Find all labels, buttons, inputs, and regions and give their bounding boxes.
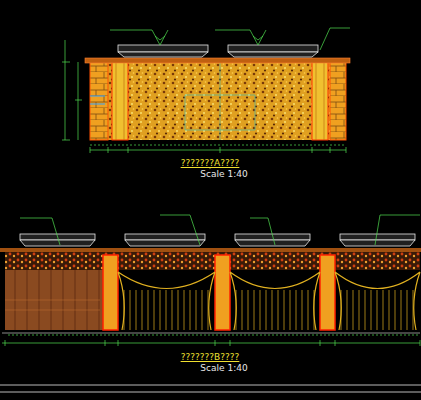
curtain-pleat — [148, 290, 149, 330]
curtain-pleat — [266, 290, 267, 330]
curtain-pleat — [353, 290, 354, 330]
light-fixture — [20, 240, 95, 246]
light-fixture — [125, 240, 205, 246]
curtain-pleat — [365, 290, 366, 330]
scale-note: Scale 1:40 — [199, 363, 248, 373]
curtain-pleat — [202, 290, 203, 330]
curtain-pleat — [284, 290, 285, 330]
curtain-pleat — [383, 290, 384, 330]
light-fixture — [340, 240, 415, 246]
curtain-pleat — [154, 290, 155, 330]
curtain-pleat — [407, 290, 408, 330]
curtain-pleat — [347, 290, 348, 330]
curtain-pleat — [166, 290, 167, 330]
curtain-pleat — [296, 290, 297, 330]
curtain-pleat — [389, 290, 390, 330]
curtain-pleat — [242, 290, 243, 330]
curtain-pleat — [308, 290, 309, 330]
elevation-b — [0, 215, 421, 392]
curtain-pleat — [254, 290, 255, 330]
curtain-pleat — [184, 290, 185, 330]
curtain-pleat — [130, 290, 131, 330]
curtain-pleat — [248, 290, 249, 330]
curtain-pleat — [377, 290, 378, 330]
curtain-pleat — [160, 290, 161, 330]
curtain-drape — [335, 272, 420, 330]
curtain-pleat — [302, 290, 303, 330]
curtain-pleat — [401, 290, 402, 330]
curtain-pleat — [178, 290, 179, 330]
curtain-pleat — [196, 290, 197, 330]
curtain-drape — [230, 272, 320, 330]
light-fixture — [125, 234, 205, 240]
curtain-pleat — [371, 290, 372, 330]
view-title: ???????A???? — [180, 158, 241, 168]
light-fixture — [340, 234, 415, 240]
curtain-drape — [118, 272, 215, 330]
curtain-pleat — [290, 290, 291, 330]
curtain-pleat — [278, 290, 279, 330]
curtain-pleat — [142, 290, 143, 330]
curtain-pleat — [359, 290, 360, 330]
curtain-pleat — [260, 290, 261, 330]
curtain-pleat — [272, 290, 273, 330]
curtain-pleat — [136, 290, 137, 330]
view-title: ???????B???? — [180, 352, 241, 362]
elevation-a — [62, 28, 350, 176]
scale-note: Scale 1:40 — [199, 169, 248, 179]
curtain-pleat — [172, 290, 173, 330]
curtain-pleat — [190, 290, 191, 330]
curtain-pleat — [395, 290, 396, 330]
light-fixture — [235, 240, 310, 246]
